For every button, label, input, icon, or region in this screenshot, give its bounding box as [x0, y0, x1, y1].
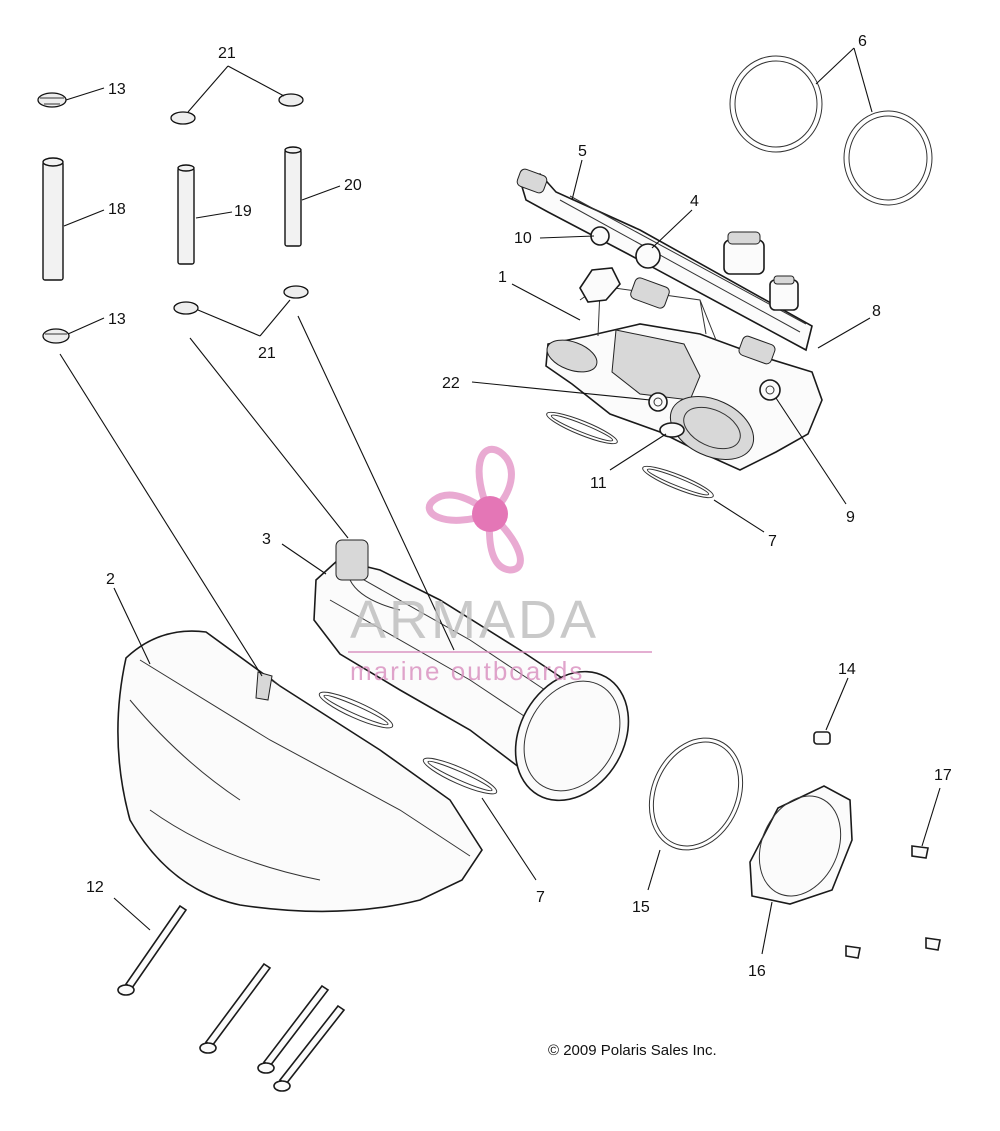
clamp-21-top-right: [278, 93, 304, 107]
callout-11: 11: [590, 475, 607, 492]
copyright-notice: © 2009 Polaris Sales Inc.: [548, 1042, 717, 1059]
o-ring-6: [729, 55, 933, 206]
callout-13-bottom: 13: [108, 311, 126, 328]
callout-15: 15: [632, 899, 650, 916]
callout-17: 17: [934, 767, 952, 784]
callout-14: 14: [838, 661, 856, 678]
callout-leaders: [63, 47, 941, 955]
clamp-21-bottom-left: [173, 301, 199, 315]
propeller-icon: [425, 445, 524, 574]
callout-13-top: 13: [108, 81, 126, 98]
callout-3: 3: [262, 531, 271, 548]
callout-labels: 13 18 13 21 19 20 21 6 5 4 10 1 8 22 11 …: [86, 33, 952, 980]
callout-2: 2: [106, 571, 115, 588]
airbox-2: [117, 630, 483, 913]
pressure-regulator: [723, 231, 799, 311]
gasket-7-upper: [546, 411, 714, 499]
callout-18: 18: [108, 201, 126, 218]
watermark-title: ARMADA: [350, 590, 599, 650]
hose-19: [177, 164, 195, 265]
gasket-7-lower: [318, 691, 498, 795]
fitting-22: [648, 392, 668, 412]
callout-10: 10: [514, 230, 532, 247]
intake-elbow-3: [313, 539, 630, 802]
throttle-body-assembly-1: [516, 168, 823, 471]
hose-18: [42, 157, 64, 281]
injector-4: [630, 243, 776, 365]
callout-6: 6: [858, 33, 867, 50]
callout-19: 19: [234, 203, 252, 220]
callout-20: 20: [344, 177, 362, 194]
callout-21-bottom: 21: [258, 345, 276, 362]
sensor-11: [659, 422, 685, 438]
callout-21-top: 21: [218, 45, 236, 62]
routing-lines: [59, 315, 455, 677]
bolts-12: [117, 904, 346, 1092]
hose-20: [284, 146, 302, 247]
clamp-13-top: [37, 92, 67, 108]
callout-16: 16: [748, 963, 766, 980]
elbow-throttle-flange: [514, 670, 630, 802]
clamp-21-top-left: [170, 111, 196, 125]
clamp-21-bottom-right: [283, 285, 309, 299]
fitting-9: [759, 379, 781, 401]
watermark-subtitle: marine outboards: [350, 656, 584, 686]
clamp-13-bottom: [42, 328, 70, 344]
o-ring-15: [648, 737, 744, 851]
callout-4: 4: [690, 193, 699, 210]
screws-17: [845, 845, 941, 959]
callout-5: 5: [578, 143, 587, 160]
callout-7-upper: 7: [768, 533, 777, 550]
callout-1: 1: [498, 269, 507, 286]
callout-12: 12: [86, 879, 104, 896]
callout-9: 9: [846, 509, 855, 526]
armada-logo-watermark: ARMADA marine outboards: [348, 445, 652, 686]
callout-8: 8: [872, 303, 881, 320]
cover-plate-16: [749, 785, 853, 905]
callout-22: 22: [442, 375, 460, 392]
plug-14: [813, 731, 831, 745]
callout-7-lower: 7: [536, 889, 545, 906]
